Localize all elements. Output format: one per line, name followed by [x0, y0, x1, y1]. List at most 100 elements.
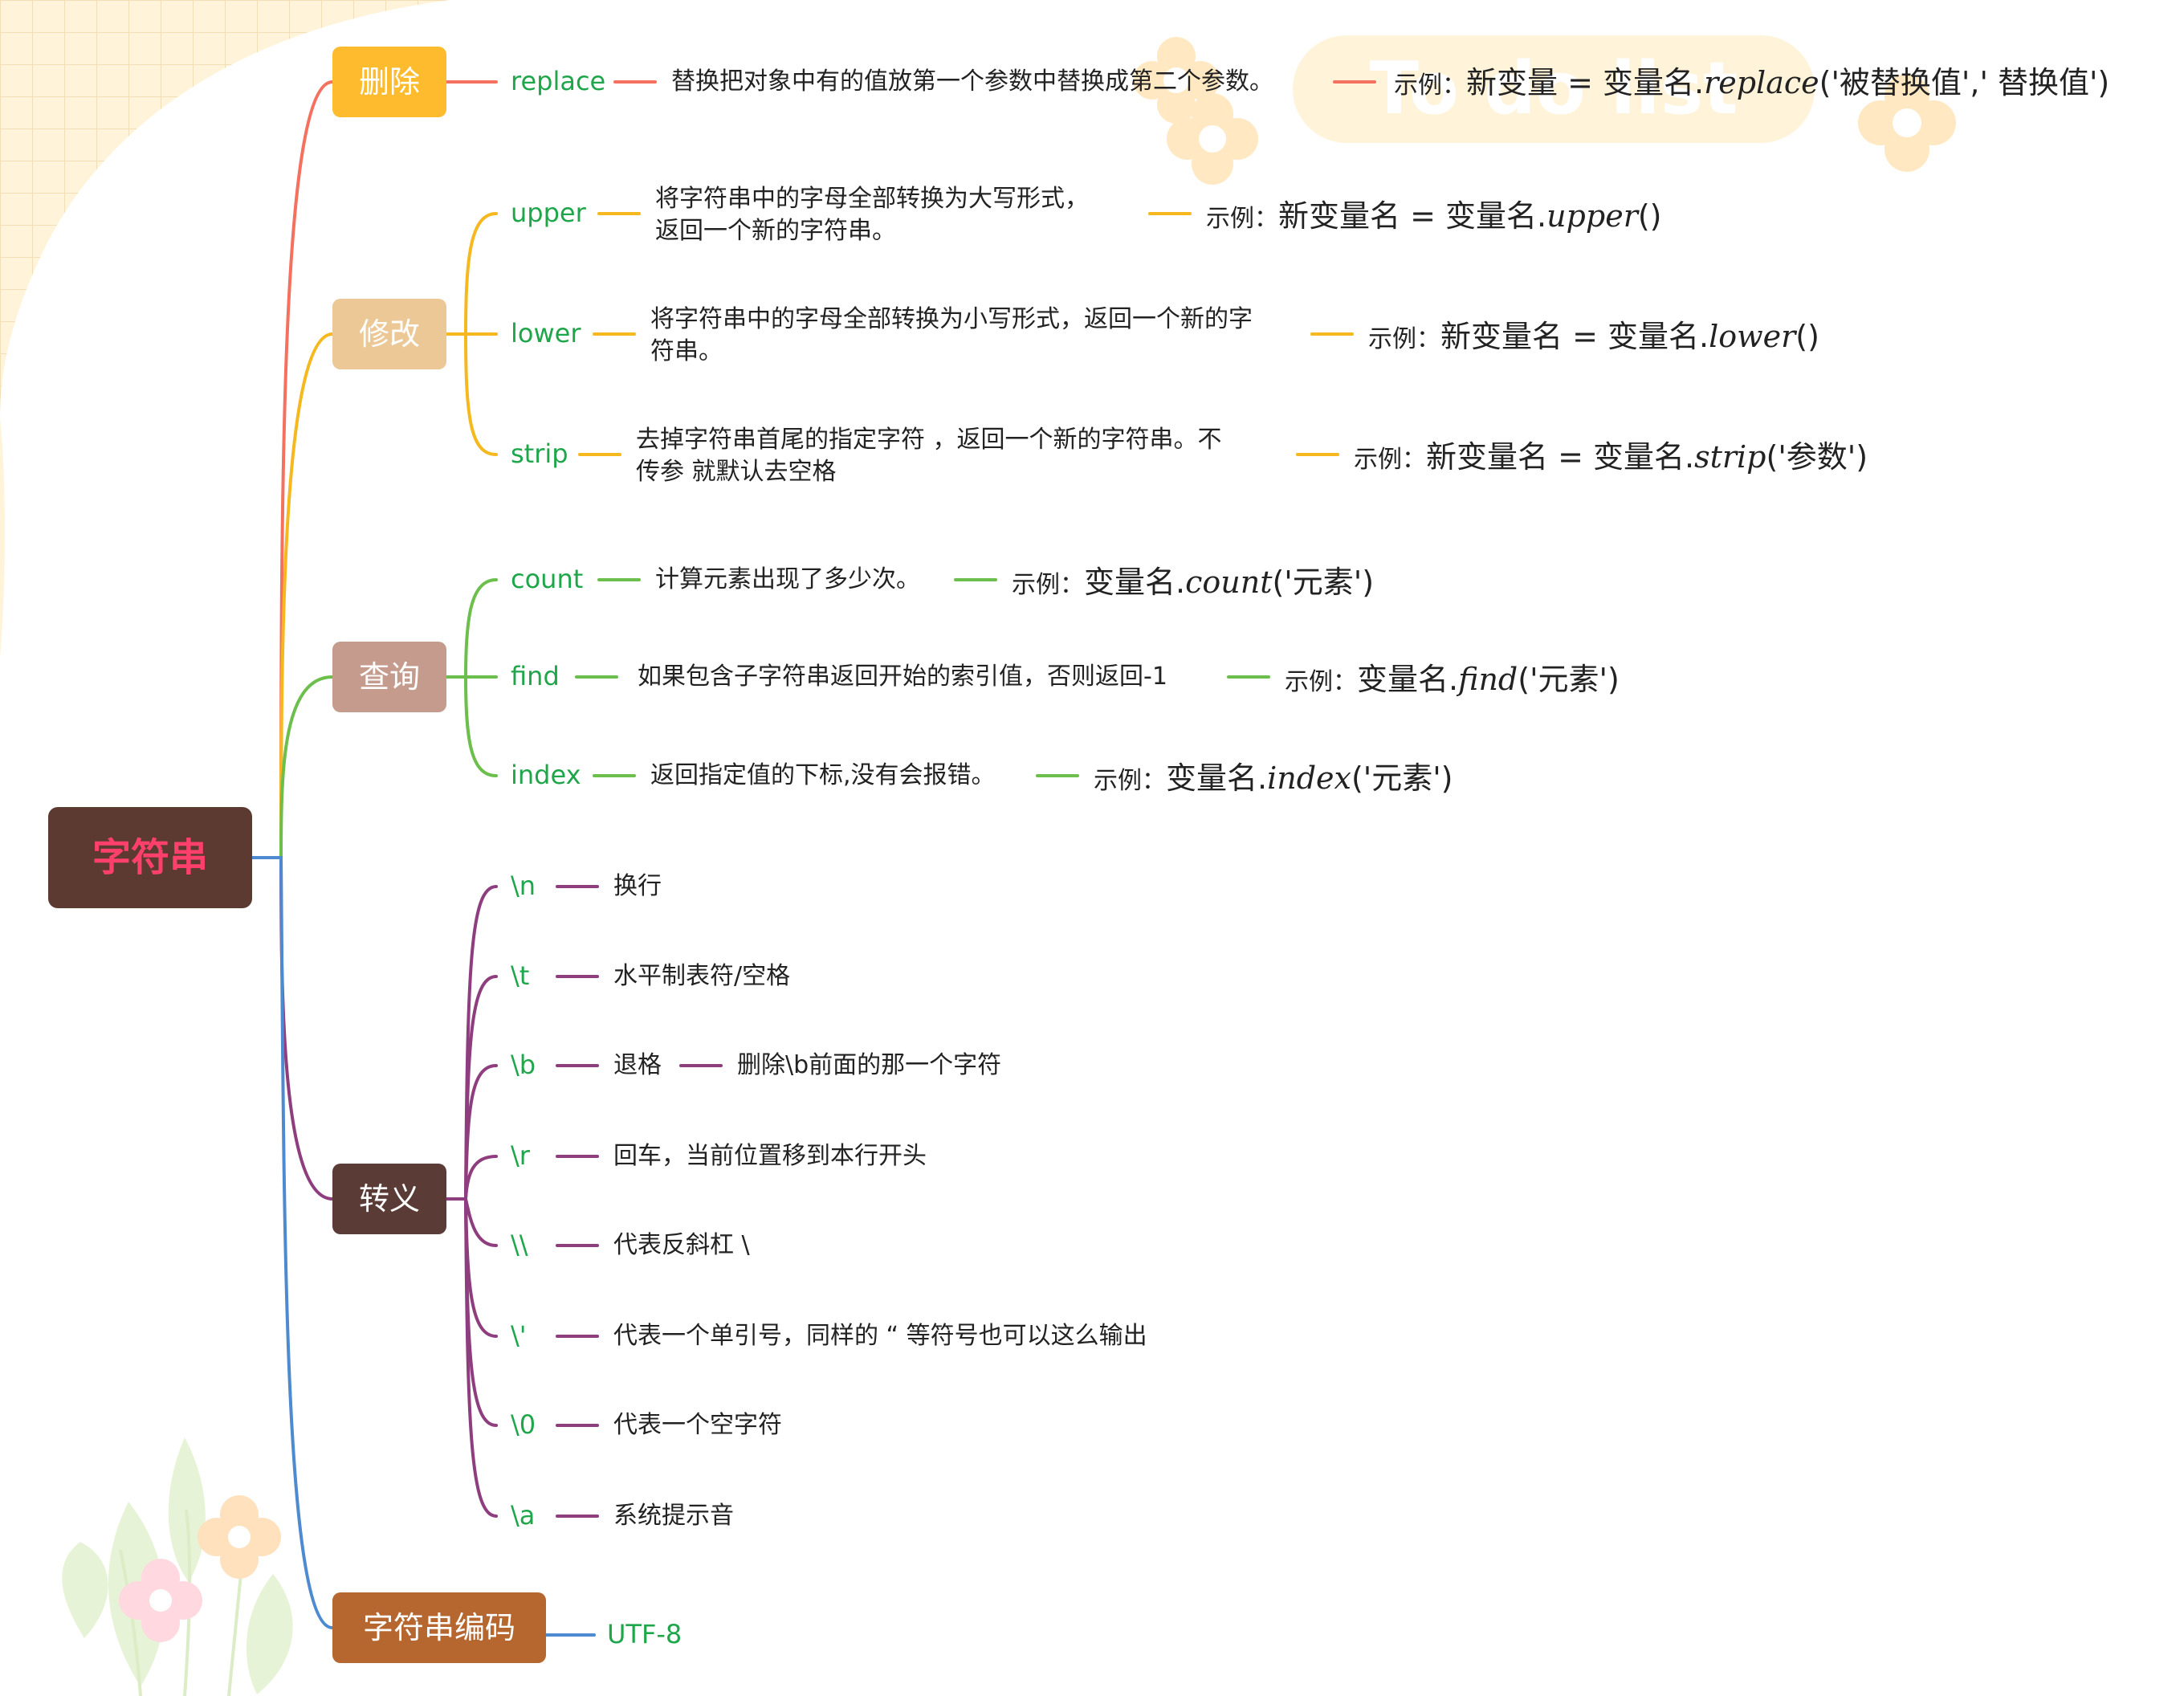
example-strip: 示例：新变量名 = 变量名.strip('参数'): [1354, 432, 1868, 476]
link-escape-t: [445, 975, 498, 1201]
example-code-fn: upper: [1546, 198, 1638, 234]
desc-lower: 将字符串中的字母全部转换为小写形式，返回一个新的字 符串。: [650, 304, 1253, 368]
topic-encoding[interactable]: 字符串编码: [332, 1592, 546, 1663]
link-escape-a: [445, 1197, 498, 1518]
link-root-encoding: [251, 856, 334, 1629]
keyword-escape-r[interactable]: \r: [511, 1140, 530, 1171]
example-find: 示例：变量名.find('元素'): [1285, 654, 1620, 699]
keyword-escape-b[interactable]: \b: [511, 1050, 536, 1080]
topic-delete[interactable]: 删除: [332, 47, 446, 117]
example-code-fn: count: [1185, 565, 1273, 600]
desc-upper-line1: 将字符串中的字母全部转换为大写形式，: [655, 185, 1089, 213]
desc-count: 计算元素出现了多少次。: [655, 565, 920, 593]
link-modify-upper: [445, 212, 498, 336]
example-label: 示例：: [1354, 446, 1426, 474]
desc-lower-line2: 符串。: [650, 337, 723, 365]
desc-escape-t: 水平制表符/空格: [613, 962, 791, 990]
example-lower: 示例：新变量名 = 变量名.lower(): [1368, 312, 1819, 356]
example-code-head: 变量名.: [1084, 565, 1186, 600]
link-root-query: [251, 675, 334, 859]
keyword-escape-zero[interactable]: \0: [511, 1409, 536, 1440]
desc-replace: 替换把对象中有的值放第一个参数中替换成第二个参数。: [671, 67, 1273, 96]
keyword-strip[interactable]: strip: [511, 438, 568, 469]
example-replace: 示例：新变量 = 变量名.replace('被替换值',' 替换值'): [1394, 58, 2109, 102]
keyword-utf8[interactable]: UTF-8: [607, 1619, 682, 1649]
flower-icon: [198, 1495, 281, 1579]
example-label: 示例：: [1206, 205, 1278, 233]
example-code: 新变量名 = 变量名.lower(): [1440, 319, 1819, 354]
link-escape-bs: [445, 1197, 498, 1247]
keyword-upper[interactable]: upper: [511, 198, 586, 228]
example-code: 新变量名 = 变量名.strip('参数'): [1426, 439, 1868, 475]
sub-escape-b: 删除\b前面的那一个字符: [737, 1051, 1002, 1079]
example-label: 示例：: [1012, 571, 1084, 599]
left-cream-strip: [0, 418, 5, 658]
example-label: 示例：: [1285, 668, 1357, 696]
desc-upper: 将字符串中的字母全部转换为大写形式， 返回一个新的字符串。: [655, 183, 1089, 247]
desc-escape-quote: 代表一个单引号，同样的 “ 等符号也可以这么输出: [613, 1322, 1147, 1350]
example-code-args: ('元素'): [1272, 565, 1375, 600]
topic-escape[interactable]: 转义: [332, 1164, 446, 1234]
example-label: 示例：: [1394, 71, 1466, 100]
keyword-escape-backslash[interactable]: \\: [511, 1229, 528, 1260]
desc-escape-backslash: 代表反斜杠 \: [613, 1231, 750, 1259]
example-upper: 示例：新变量名 = 变量名.upper(): [1206, 191, 1662, 235]
link-escape-b: [445, 1064, 498, 1201]
example-index: 示例：变量名.index('元素'): [1094, 753, 1453, 797]
example-code: 变量名.find('元素'): [1357, 662, 1620, 697]
desc-strip-line1: 去掉字符串首尾的指定字符 ，返回一个新的字符串。不: [636, 426, 1222, 454]
topic-query[interactable]: 查询: [332, 642, 446, 712]
keyword-escape-n[interactable]: \n: [511, 870, 536, 901]
desc-strip-line2: 传参 就默认去空格: [636, 458, 837, 486]
example-code-args: ('参数'): [1766, 439, 1868, 475]
desc-index: 返回指定值的下标,没有会报错。: [650, 761, 996, 789]
flower-icon: [1167, 93, 1258, 185]
keyword-replace[interactable]: replace: [511, 66, 606, 96]
example-code-head: 新变量名 = 变量名.: [1426, 439, 1695, 475]
example-code-fn: find: [1458, 662, 1518, 697]
example-code-head: 新变量名 = 变量名.: [1440, 319, 1709, 354]
link-root-modify: [251, 332, 334, 859]
desc-find: 如果包含子字符串返回开始的索引值，否则返回-1: [638, 662, 1167, 691]
example-code-fn: replace: [1704, 65, 1819, 100]
example-code-args: ('元素'): [1518, 662, 1620, 697]
example-code: 新变量 = 变量名.replace('被替换值',' 替换值'): [1466, 65, 2109, 100]
topic-modify[interactable]: 修改: [332, 299, 446, 369]
keyword-find[interactable]: find: [511, 661, 560, 691]
example-code-head: 新变量名 = 变量名.: [1278, 198, 1547, 234]
keyword-escape-t[interactable]: \t: [511, 960, 530, 991]
example-code-fn: index: [1267, 760, 1351, 796]
desc-escape-n: 换行: [613, 872, 662, 900]
corner-grid-lines: [0, 0, 450, 418]
example-code-fn: lower: [1709, 319, 1796, 354]
flower-icon: [1133, 37, 1220, 124]
flower-icon: [1858, 74, 1956, 172]
example-label: 示例：: [1094, 767, 1166, 795]
example-code-head: 变量名.: [1166, 760, 1268, 796]
link-escape-r: [445, 1155, 498, 1201]
keyword-escape-a[interactable]: \a: [511, 1500, 536, 1531]
root-node[interactable]: 字符串: [48, 807, 252, 908]
keyword-index[interactable]: index: [511, 760, 581, 790]
example-code-args: ('被替换值',' 替换值'): [1819, 65, 2110, 100]
keyword-lower[interactable]: lower: [511, 318, 581, 349]
keyword-count[interactable]: count: [511, 564, 584, 594]
desc-escape-a: 系统提示音: [613, 1502, 734, 1530]
example-code-fn: strip: [1694, 439, 1766, 475]
todo-banner: To do list: [1293, 35, 1815, 143]
example-count: 示例：变量名.count('元素'): [1012, 557, 1374, 601]
link-query-count: [445, 578, 498, 679]
example-code: 新变量名 = 变量名.upper(): [1278, 198, 1662, 234]
example-code-head: 新变量 = 变量名.: [1466, 65, 1705, 100]
desc-strip: 去掉字符串首尾的指定字符 ，返回一个新的字符串。不 传参 就默认去空格: [636, 424, 1222, 488]
example-code: 变量名.count('元素'): [1084, 565, 1374, 600]
link-modify-strip: [445, 332, 498, 456]
keyword-escape-quote[interactable]: \': [511, 1320, 527, 1351]
flower-icon: [119, 1559, 202, 1642]
link-escape-zero: [445, 1197, 498, 1427]
example-code-args: ('元素'): [1351, 760, 1453, 796]
desc-escape-r: 回车，当前位置移到本行开头: [613, 1142, 927, 1170]
